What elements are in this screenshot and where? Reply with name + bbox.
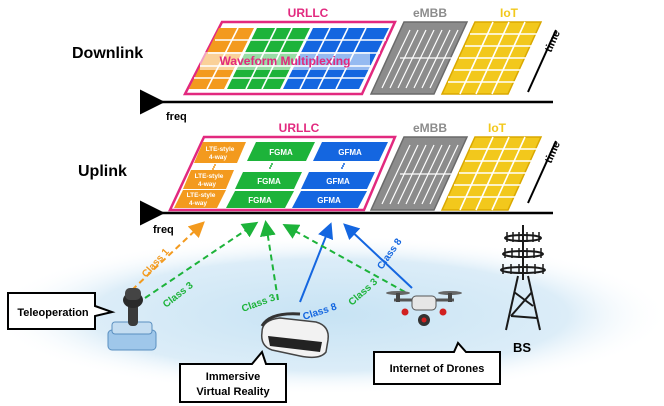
svg-text:LTE-style: LTE-style [187,192,216,199]
fgma-cell-3: FGMA [226,191,294,208]
drones-label: Internet of Drones [390,363,485,375]
svg-text:LTE-style: LTE-style [195,173,224,180]
svg-text:GFMA: GFMA [326,177,350,186]
uplink-freq-label: freq [153,224,174,236]
svg-text:4-way: 4-way [198,181,216,188]
drones-callout [373,341,501,385]
svg-text:4-way: 4-way [189,200,207,207]
class3-arrow-drone [282,224,406,293]
svg-text:FGMA: FGMA [248,196,272,205]
lte-cell-3: LTE-style 4-way [174,190,226,208]
uplink-embb-block [369,136,469,211]
fgma-cell-1: FGMA [247,142,315,161]
svg-text:LTE-style: LTE-style [206,146,235,153]
gfma-cell-3: GFMA [292,191,367,208]
uplink-time-label: time [543,140,563,166]
downlink-iot-label: IoT [500,6,519,20]
vr-headset-icon [260,312,329,359]
fgma-dots [269,163,273,169]
downlink-time-label: time [543,29,563,55]
uplink-title: Uplink [78,163,127,180]
drone-icon [386,291,462,326]
uplink-iot-block [440,136,543,211]
vr-label-line1: Immersive [206,371,260,383]
bs-tower-icon [500,225,546,331]
bs-label: BS [513,340,531,355]
joystick-icon [107,288,157,351]
svg-text:4-way: 4-way [209,154,227,161]
fgma-cell-2: FGMA [235,172,302,189]
lte-cell-2: LTE-style 4-way [183,170,234,189]
downlink-title: Downlink [72,45,143,62]
class3-arrow-teleop [144,221,259,299]
gfma-dots [341,163,345,169]
gfma-cell-1: GFMA [313,142,388,161]
svg-text:FGMA: FGMA [269,148,293,157]
downlink-embb-block [369,21,469,95]
waveform-multiplexing-label: Waveform Multiplexing [220,54,351,68]
downlink-embb-label: eMBB [413,6,447,20]
gfma-cell-2: GFMA [301,172,375,189]
svg-text:FGMA: FGMA [257,177,281,186]
class8-arrow-drone [343,223,413,289]
class1-arrow [131,221,205,291]
downlink-iot-block [440,21,543,95]
vr-callout [179,349,287,403]
teleoperation-callout [7,292,116,330]
downlink-time-axis [527,29,557,93]
downlink-urllc-block [182,20,397,96]
downlink-freq-label: freq [166,111,187,123]
uplink-urllc-label: URLLC [279,121,320,135]
lte-dots [212,164,216,170]
class8-arrow-vr [299,222,334,303]
lte-cell-1: LTE-style 4-way [194,142,246,163]
teleoperation-label: Teleoperation [17,307,89,319]
svg-text:GFMA: GFMA [317,196,341,205]
uplink-embb-label: eMBB [413,121,447,135]
class3-arrow-vr [259,220,279,301]
svg-text:GFMA: GFMA [338,148,362,157]
vr-label-line2: Virtual Reality [196,386,270,398]
downlink-urllc-label: URLLC [288,6,329,20]
uplink-iot-label: IoT [488,121,507,135]
uplink-time-axis [527,140,557,204]
